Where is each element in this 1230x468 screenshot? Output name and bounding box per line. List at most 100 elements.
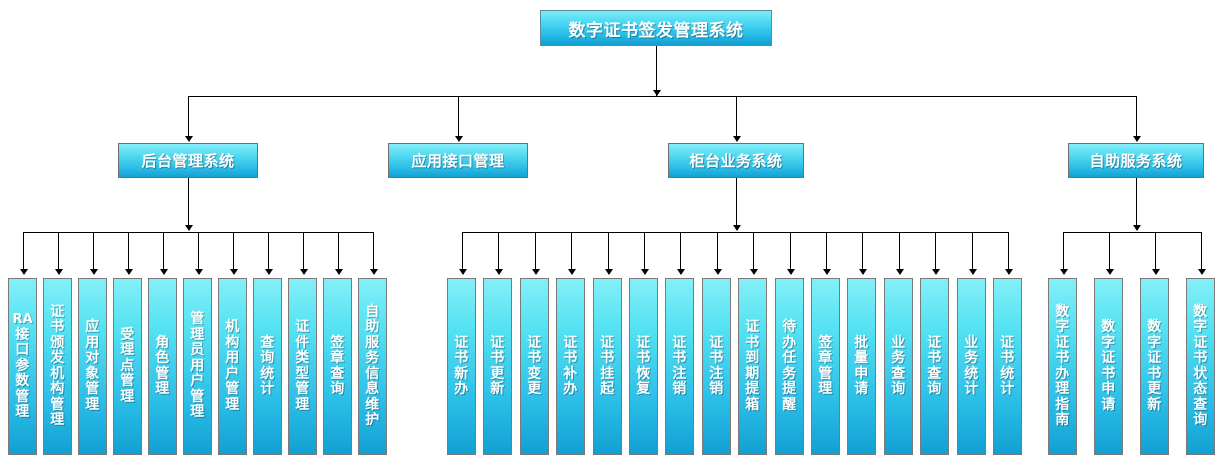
node-label-char: 证	[1193, 334, 1208, 351]
node-leaf[interactable]: 应用对象管理	[78, 278, 107, 455]
node-root[interactable]: 数字证书签发管理系统	[540, 10, 772, 46]
connector-arrow-parent-stem	[733, 225, 741, 231]
node-label-char: 新	[454, 365, 469, 382]
node-leaf[interactable]: 证书查询	[920, 278, 949, 455]
connector-arrow-leaf	[369, 269, 378, 275]
node-label-char: 查	[891, 365, 906, 382]
node-label-char: 新	[490, 381, 505, 397]
node-label-char: 受	[120, 326, 135, 343]
node-label-char: 理	[190, 404, 205, 421]
node-leaf[interactable]: 业务查询	[884, 278, 913, 455]
node-leaf[interactable]: 数字证书办理指南	[1048, 278, 1077, 455]
node-leaf[interactable]: 批量申请	[847, 278, 876, 455]
node-label-char: 办	[454, 381, 469, 397]
node-leaf[interactable]: 证书新办	[447, 278, 476, 455]
node-label-char: 对	[85, 350, 100, 366]
node-leaf[interactable]: 证书统计	[993, 278, 1022, 455]
node-label-char: 管	[295, 381, 310, 397]
node-leaf[interactable]: 角色管理	[148, 278, 177, 455]
node-leaf[interactable]: 受理点管理	[113, 278, 142, 455]
connector-arrow-leaf	[931, 269, 940, 275]
node-level2-counter[interactable]: 柜台业务系统	[668, 143, 804, 178]
node-leaf[interactable]: 证书补办	[556, 278, 585, 455]
connector-drop-leaf	[22, 232, 24, 270]
node-label-char: 字	[1055, 319, 1070, 335]
connector-arrow-leaf	[194, 269, 203, 275]
node-label-char: 证	[709, 334, 724, 351]
node-leaf[interactable]: 证书更新	[483, 278, 512, 455]
node-label-char: RA	[12, 312, 33, 328]
node-label-char: 证	[672, 334, 687, 351]
node-leaf[interactable]: 待办任务提醒	[775, 278, 804, 455]
connector-arrow-leaf	[786, 269, 795, 275]
node-label-char: 发	[50, 350, 65, 366]
node-label-char: 数	[1193, 303, 1208, 320]
connector-drop-leaf	[372, 232, 374, 270]
connector-drop-leaf	[1062, 232, 1064, 270]
node-label: 后台管理系统	[141, 152, 235, 170]
connector-arrow-leaf	[159, 269, 168, 275]
node-leaf[interactable]: 证书注销	[702, 278, 731, 455]
node-leaf[interactable]: 自助服务信息维护	[358, 278, 387, 455]
node-label-char: 用	[225, 350, 240, 366]
node-leaf[interactable]: 证书颁发机构管理	[43, 278, 72, 455]
node-label-char: 询	[330, 381, 345, 397]
node-leaf[interactable]: 证件类型管理	[288, 278, 317, 455]
node-level2-backend[interactable]: 后台管理系统	[118, 143, 258, 178]
node-level2-selfserv[interactable]: 自助服务系统	[1068, 143, 1204, 178]
node-label-char: 查	[330, 365, 345, 382]
connector-arrow-leaf	[968, 269, 977, 275]
node-label: 自助服务系统	[1089, 152, 1183, 170]
node-label-char: 类	[295, 350, 310, 366]
node-label-char: 务	[964, 350, 979, 366]
node-leaf[interactable]: 数字证书更新	[1140, 278, 1169, 455]
node-leaf[interactable]: 证书注销	[665, 278, 694, 455]
node-label-char: 理	[50, 412, 65, 428]
node-leaf[interactable]: 签章管理	[811, 278, 840, 455]
connector-arrow-leaf	[713, 269, 722, 275]
node-leaf[interactable]: 机构用户管理	[218, 278, 247, 455]
connector-arrow-parent-stem	[1133, 225, 1141, 231]
node-level2-api[interactable]: 应用接口管理	[388, 143, 528, 178]
node-label-char: 销	[672, 381, 687, 397]
node-leaf[interactable]: 签章查询	[323, 278, 352, 455]
node-label-char: 证	[600, 334, 615, 351]
node-label-char: 请	[854, 381, 869, 397]
node-label-char: 理	[818, 381, 833, 397]
connector-arrow-level2	[733, 136, 741, 142]
node-label-char: 统	[964, 365, 979, 382]
connector-drop-leaf	[162, 232, 164, 270]
node-label-char: 书	[1147, 365, 1162, 382]
node-label-char: 证	[454, 334, 469, 351]
connector-arrow-leaf	[640, 269, 649, 275]
node-leaf[interactable]: 数字证书状态查询	[1186, 278, 1215, 455]
connector-root-stem	[656, 46, 657, 96]
node-label-char: 理	[120, 388, 135, 405]
node-label-char: 业	[964, 334, 979, 351]
node-label-char: 提	[745, 381, 760, 397]
node-leaf[interactable]: 业务统计	[957, 278, 986, 455]
node-label-char: 证	[1101, 350, 1116, 366]
node-leaf[interactable]: 管理员用户管理	[183, 278, 212, 455]
node-label-char: 询	[260, 350, 275, 366]
connector-drop-leaf	[1108, 232, 1110, 270]
node-label-char: 管	[818, 365, 833, 382]
connector-arrow-leaf	[1059, 269, 1068, 275]
node-label-char: 询	[891, 381, 906, 397]
node-label-char: 任	[782, 350, 797, 366]
node-label-char: 务	[891, 350, 906, 366]
node-leaf[interactable]: 证书变更	[520, 278, 549, 455]
node-label-char: 状	[1193, 365, 1208, 382]
node-leaf[interactable]: 数字证书申请	[1094, 278, 1123, 455]
node-label-char: 查	[260, 334, 275, 351]
node-leaf[interactable]: 证书恢复	[629, 278, 658, 455]
node-leaf[interactable]: 证书到期提箱	[738, 278, 767, 455]
node-label-char: 管	[190, 388, 205, 405]
node-label-char: 变	[527, 365, 542, 382]
node-leaf[interactable]: 证书挂起	[593, 278, 622, 455]
node-label-char: 构	[50, 381, 65, 397]
node-leaf[interactable]: 查询统计	[253, 278, 282, 455]
node-label-char: 证	[295, 319, 310, 335]
connector-drop-level2	[188, 96, 189, 137]
